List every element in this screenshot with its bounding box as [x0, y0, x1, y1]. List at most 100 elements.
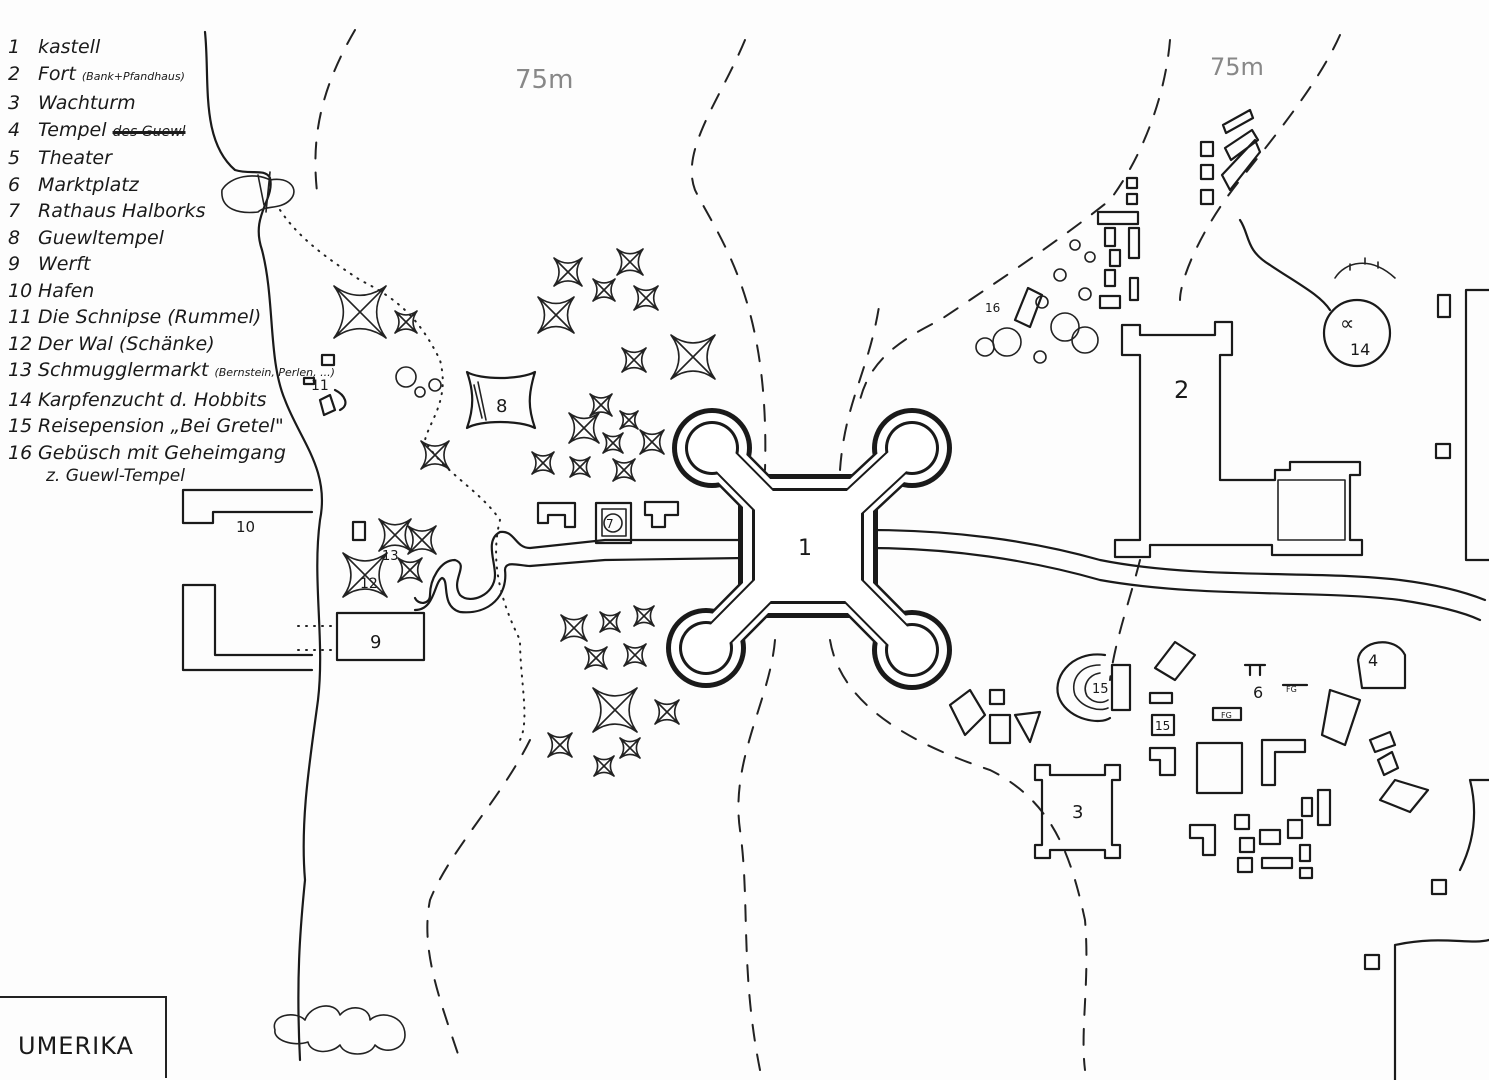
tent-icon	[397, 557, 423, 583]
legend-label: Schmugglermarkt	[38, 359, 209, 381]
legend-number: 5	[8, 147, 21, 169]
tent-icon	[633, 605, 655, 627]
tent-icon	[407, 525, 437, 555]
tent-icon	[619, 410, 639, 430]
tent-icon	[633, 285, 659, 311]
tent-icon	[560, 614, 588, 642]
temple-building	[1356, 641, 1407, 690]
tents	[333, 248, 716, 777]
legend-label: Werft	[38, 253, 91, 275]
pier-north	[181, 488, 314, 525]
label-10: 10	[236, 518, 255, 536]
label-15-theater: 15	[1092, 682, 1109, 697]
elevation-label: 75m	[1210, 53, 1264, 81]
legend-label: Gebüsch mit Geheimgang	[38, 441, 286, 464]
tent-icon	[621, 347, 647, 373]
slipways	[297, 625, 338, 651]
legend-label: Der Wal (Schänke)	[38, 332, 215, 355]
legend-label: Reisepension „Bei Gretel"	[38, 415, 284, 437]
legend-item: 2 Fort (Bank+Pfandhaus)	[8, 61, 335, 91]
legend-label: Theater	[38, 147, 112, 169]
legend-number: 9	[8, 253, 21, 275]
shipyard-building	[335, 611, 426, 662]
label-15: 15	[1155, 719, 1170, 733]
stream	[1238, 218, 1332, 312]
label-16: 16	[985, 301, 1000, 315]
label-fg: FG	[1221, 711, 1232, 720]
legend-note: (Bank+Pfandhaus)	[81, 69, 185, 83]
legend-number: 2	[8, 62, 21, 85]
tent-icon	[592, 278, 616, 302]
label-14-symbol: ∝	[1340, 311, 1354, 335]
tent-icon	[537, 296, 575, 334]
rocks-north	[221, 171, 295, 214]
legend-item-continuation: z. Guewl-Tempel	[46, 466, 185, 486]
legend-number: 16	[8, 441, 33, 464]
coastal-path	[279, 209, 526, 741]
legend-label: Guewltempel	[38, 226, 164, 249]
legend-number: 6	[8, 173, 21, 196]
label-1: 1	[798, 536, 812, 561]
river	[413, 528, 1487, 622]
tent-icon	[639, 429, 665, 455]
tent-icon	[623, 643, 647, 667]
legend-struck-text: des Guewl	[112, 123, 186, 140]
elevation-label: 75m	[515, 65, 573, 95]
legend-number: 10	[8, 279, 33, 302]
legend-number: 7	[8, 200, 21, 222]
temple-steps	[473, 381, 487, 421]
legend-label: Rathaus Halborks	[38, 200, 206, 222]
legend-number: 4	[8, 118, 21, 141]
map-title: UMERIKA	[18, 1032, 134, 1060]
watchtower	[1033, 763, 1122, 860]
legend-number: 12	[8, 332, 33, 355]
label-8: 8	[496, 396, 507, 417]
tent-icon	[547, 732, 573, 758]
tent-icon	[553, 257, 583, 287]
legend-note: (Bernstein, Perlen, ...)	[214, 366, 335, 379]
legend-label: Fort	[38, 62, 76, 85]
legend-item: 9 Werft	[8, 251, 335, 278]
legend-label: Marktplatz	[38, 173, 139, 196]
fort-bank	[1113, 320, 1364, 559]
tent-icon	[584, 646, 608, 670]
legend-number: 3	[8, 92, 21, 114]
round-features	[395, 239, 1099, 398]
town-hall	[536, 500, 680, 545]
label-3: 3	[1072, 802, 1083, 823]
label-6: 6	[1253, 683, 1263, 702]
legend-number: 14	[8, 388, 33, 411]
tent-icon	[569, 456, 591, 478]
legend-number: 13	[8, 359, 33, 381]
tent-icon	[589, 393, 613, 417]
label-fg: FG	[1286, 685, 1297, 694]
legend-label: Die Schnipse (Rummel)	[38, 306, 262, 328]
hobbit-hill	[1334, 257, 1396, 279]
fort-tower	[1277, 479, 1346, 541]
tent-icon	[378, 518, 412, 552]
tent-icon	[568, 412, 600, 444]
tent-icon	[616, 248, 644, 276]
legend-number: 1	[8, 36, 21, 58]
legend-number: 15	[8, 415, 33, 437]
label-2: 2	[1174, 376, 1189, 404]
title-box: UMERIKA	[0, 996, 167, 1078]
coastline	[203, 30, 324, 1062]
label-7: 7	[606, 517, 614, 531]
legend-label: Karpfenzucht d. Hobbits	[38, 388, 267, 411]
legend-item: 5 Theater	[8, 145, 335, 172]
tent-icon	[592, 687, 638, 733]
pier-south	[181, 583, 314, 672]
tent-icon	[670, 334, 716, 380]
